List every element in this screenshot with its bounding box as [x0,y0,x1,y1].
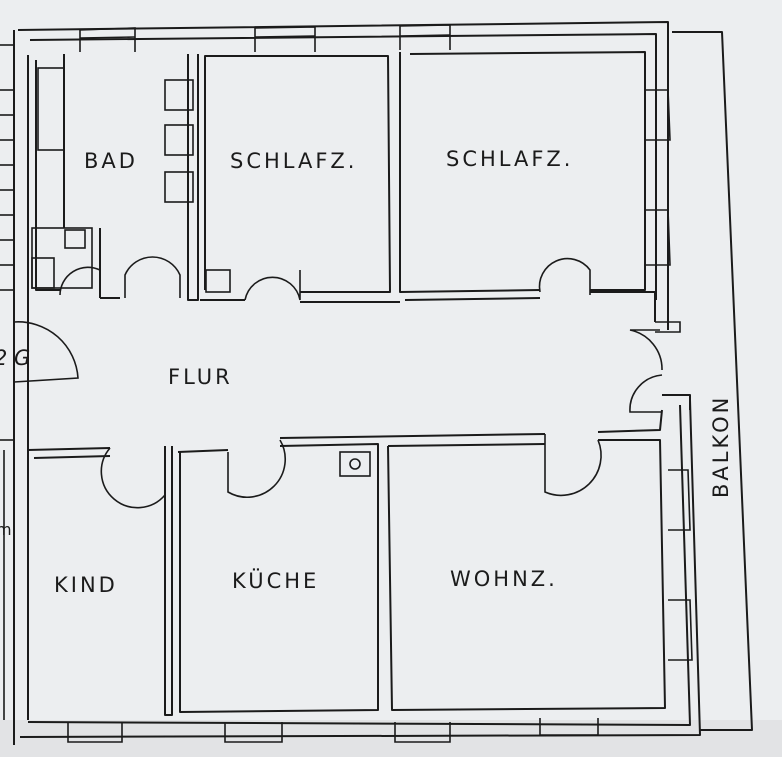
doors [13,256,663,509]
wohnz-windows [668,469,693,661]
room-label-balkon: BALKON [709,395,733,498]
top-windows [79,24,451,52]
edge-fragment-left-mark: 2 G [0,346,30,370]
room-label-kind: KIND [54,573,118,597]
edge-fragment-left-lower: m [0,520,12,539]
right-windows [645,89,681,333]
outer-walls [13,21,701,745]
room-label-schlafz-1: SCHLAFZ. [230,149,357,173]
room-label-bad: BAD [84,149,138,173]
lower-inner-walls [27,394,691,716]
room-label-kueche: KÜCHE [232,568,319,593]
upper-inner-walls [31,51,656,322]
bottom-windows [67,718,599,743]
balcony [672,31,753,731]
paper-shadow [0,720,782,757]
room-label-schlafz-2: SCHLAFZ. [446,147,573,171]
room-label-flur: FLUR [168,365,233,389]
stair-hatch [0,44,14,720]
room-label-wohnz: WOHNZ. [450,567,558,591]
